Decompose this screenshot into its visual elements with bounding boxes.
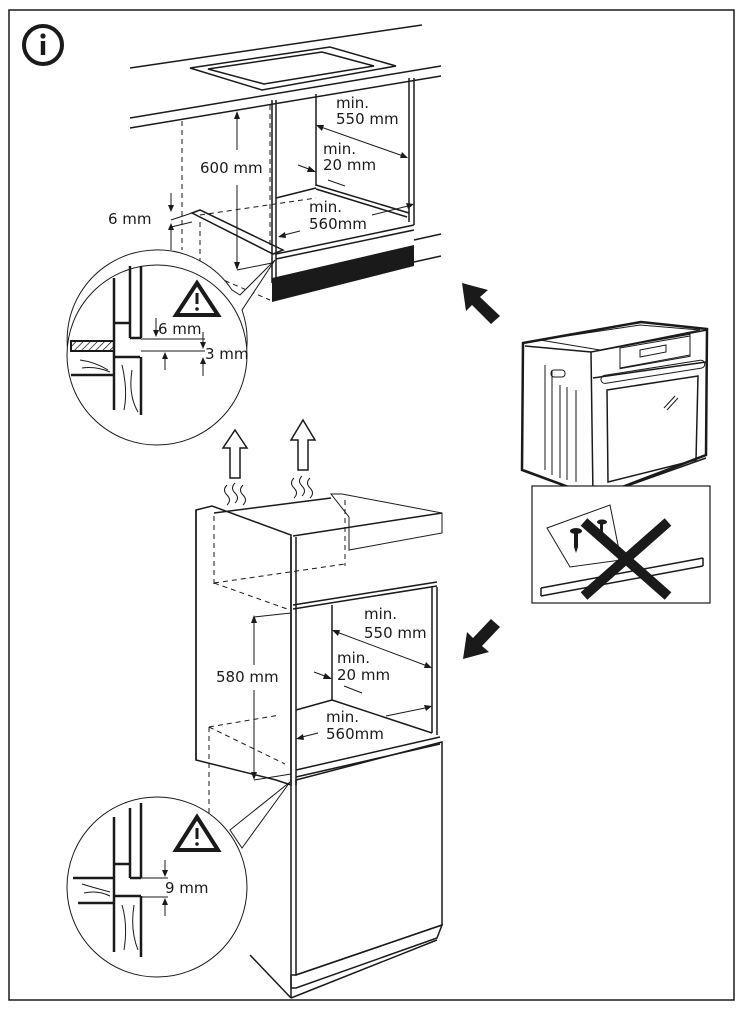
under-counter-width-label-1: min. <box>309 198 342 216</box>
outer-frame <box>8 9 735 1001</box>
oven-illustration <box>520 320 709 499</box>
plinth <box>272 245 414 302</box>
under-counter-gap-label-1: min. <box>323 140 356 158</box>
direction-arrow-up-left <box>462 283 500 324</box>
heat-up-arrow-icon <box>289 418 317 499</box>
tall-cabinet-depth-label-2: 550 mm <box>364 624 427 642</box>
detail-circle-tall-cabinet: 9 mm <box>66 781 291 978</box>
under-counter-installation: 6 mm 600 mm min. 550 mm min. 20 mm min. … <box>108 24 442 302</box>
direction-arrow-down-left <box>463 619 500 659</box>
warning-icon <box>172 279 222 317</box>
under-counter-height-label: 600 mm <box>200 159 263 177</box>
under-counter-gap-label-2: 20 mm <box>323 156 376 174</box>
warning-icon <box>172 813 222 852</box>
detail-gap-bottom-label: 3 mm <box>205 345 249 363</box>
screw-icon <box>597 519 607 534</box>
hob <box>189 46 397 91</box>
tall-cabinet-gap-label-2: 20 mm <box>337 666 390 684</box>
info-icon <box>22 24 64 66</box>
under-counter-depth-label-1: min. <box>336 94 369 112</box>
tall-cabinet-installation: 580 mm min. 550 mm min. 20 mm min. 560mm <box>195 418 444 999</box>
prohibited-x-icon <box>580 518 672 600</box>
under-counter-offset-label: 6 mm <box>108 210 152 228</box>
detail-circle-under-counter: 6 mm 3 mm <box>66 249 276 446</box>
under-counter-depth-label-2: 550 mm <box>336 110 399 128</box>
tall-cabinet-gap-label-1: min. <box>337 649 370 667</box>
tall-cabinet-height-label: 580 mm <box>216 668 279 686</box>
tall-cabinet-depth-label-1: min. <box>364 605 397 623</box>
tall-cabinet-width-label-2: 560mm <box>326 725 384 743</box>
tall-cabinet-width-label-1: min. <box>326 708 359 726</box>
screw-icon <box>570 528 582 553</box>
heat-up-arrow-icon <box>221 428 249 506</box>
under-counter-width-label-2: 560mm <box>309 215 367 233</box>
prohibited-bracket-panel <box>531 485 711 604</box>
detail-gap-label: 9 mm <box>165 879 209 897</box>
detail-gap-top-label: 6 mm <box>158 320 202 338</box>
